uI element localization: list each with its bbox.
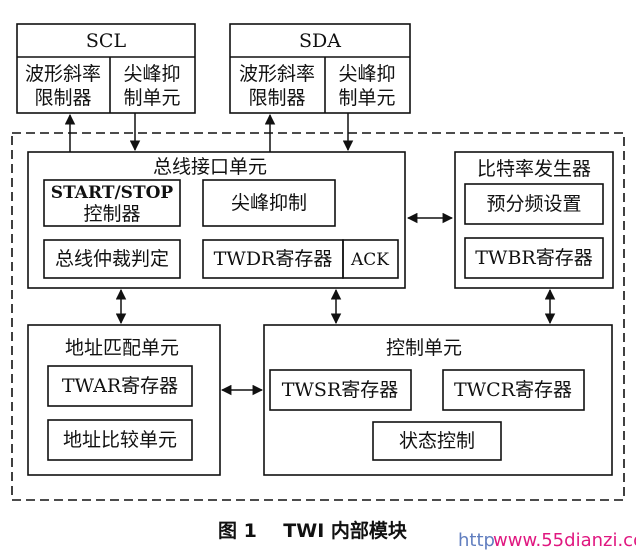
prescaler-label: 预分频设置 bbox=[486, 193, 581, 215]
scl-spike-unit-line1: 尖峰抑 bbox=[123, 63, 180, 85]
control-unit: 控制单元 TWSR寄存器 TWCR寄存器 状态控制 bbox=[263, 324, 613, 476]
twbr-register-box bbox=[464, 237, 604, 279]
twbr-register-label: TWBR寄存器 bbox=[475, 247, 592, 269]
bit-rate-generator: 比特率发生器 预分频设置 TWBR寄存器 bbox=[454, 151, 614, 289]
ack-box bbox=[342, 239, 399, 279]
address-compare-box bbox=[47, 419, 193, 461]
spike-suppress-box bbox=[202, 179, 336, 227]
start-stop-controller-box bbox=[43, 179, 181, 227]
twdr-register-label: TWDR寄存器 bbox=[214, 248, 333, 270]
sda-spike-unit-line1: 尖峰抑 bbox=[338, 63, 395, 85]
control-title: 控制单元 bbox=[386, 337, 462, 359]
start-stop-line2: 控制器 bbox=[83, 203, 140, 225]
scl-pin-block: SCL 波形斜率 限制器 尖峰抑 制单元 bbox=[16, 23, 196, 114]
prescaler-box bbox=[464, 183, 604, 225]
twcr-register-label: TWCR寄存器 bbox=[454, 379, 572, 401]
bus-interface-unit: 总线接口单元 START/STOP 控制器 尖峰抑制 总线仲裁判定 TWDR寄存… bbox=[27, 151, 406, 289]
sda-spike-unit-line2: 制单元 bbox=[338, 87, 395, 109]
twsr-register-box bbox=[269, 369, 412, 411]
status-control-box bbox=[372, 421, 502, 461]
status-control-label: 状态控制 bbox=[399, 430, 475, 452]
twar-register-box bbox=[47, 365, 193, 407]
bus-arbitration-box bbox=[43, 239, 181, 279]
ack-label: ACK bbox=[350, 250, 389, 270]
scl-spike-unit-line2: 制单元 bbox=[123, 87, 180, 109]
twar-register-label: TWAR寄存器 bbox=[62, 375, 178, 397]
watermark-prefix: http bbox=[458, 530, 495, 551]
spike-suppress-label: 尖峰抑制 bbox=[231, 192, 307, 214]
scl-slew-limiter-line1: 波形斜率 bbox=[25, 63, 101, 85]
scl-slew-limiter-line2: 限制器 bbox=[34, 87, 91, 109]
start-stop-line1: START/STOP bbox=[51, 183, 174, 203]
address-match-title: 地址匹配单元 bbox=[65, 337, 179, 359]
watermark-site: www.55dianzi.com bbox=[493, 530, 636, 551]
scl-label: SCL bbox=[86, 30, 127, 52]
twcr-register-box bbox=[442, 369, 585, 411]
sda-pin-block: SDA 波形斜率 限制器 尖峰抑 制单元 bbox=[229, 23, 411, 114]
address-compare-label: 地址比较单元 bbox=[63, 429, 177, 451]
sda-slew-limiter-line1: 波形斜率 bbox=[239, 63, 315, 85]
figure-caption: 图 1 TWI 内部模块 bbox=[218, 519, 408, 542]
twsr-register-label: TWSR寄存器 bbox=[282, 379, 399, 401]
sda-label: SDA bbox=[299, 30, 341, 52]
address-match-unit: 地址匹配单元 TWAR寄存器 地址比较单元 bbox=[27, 324, 221, 476]
sda-slew-limiter-line2: 限制器 bbox=[248, 87, 305, 109]
bit-rate-title: 比特率发生器 bbox=[477, 158, 591, 180]
bus-interface-title: 总线接口单元 bbox=[153, 156, 267, 178]
bus-arbitration-label: 总线仲裁判定 bbox=[55, 248, 169, 270]
